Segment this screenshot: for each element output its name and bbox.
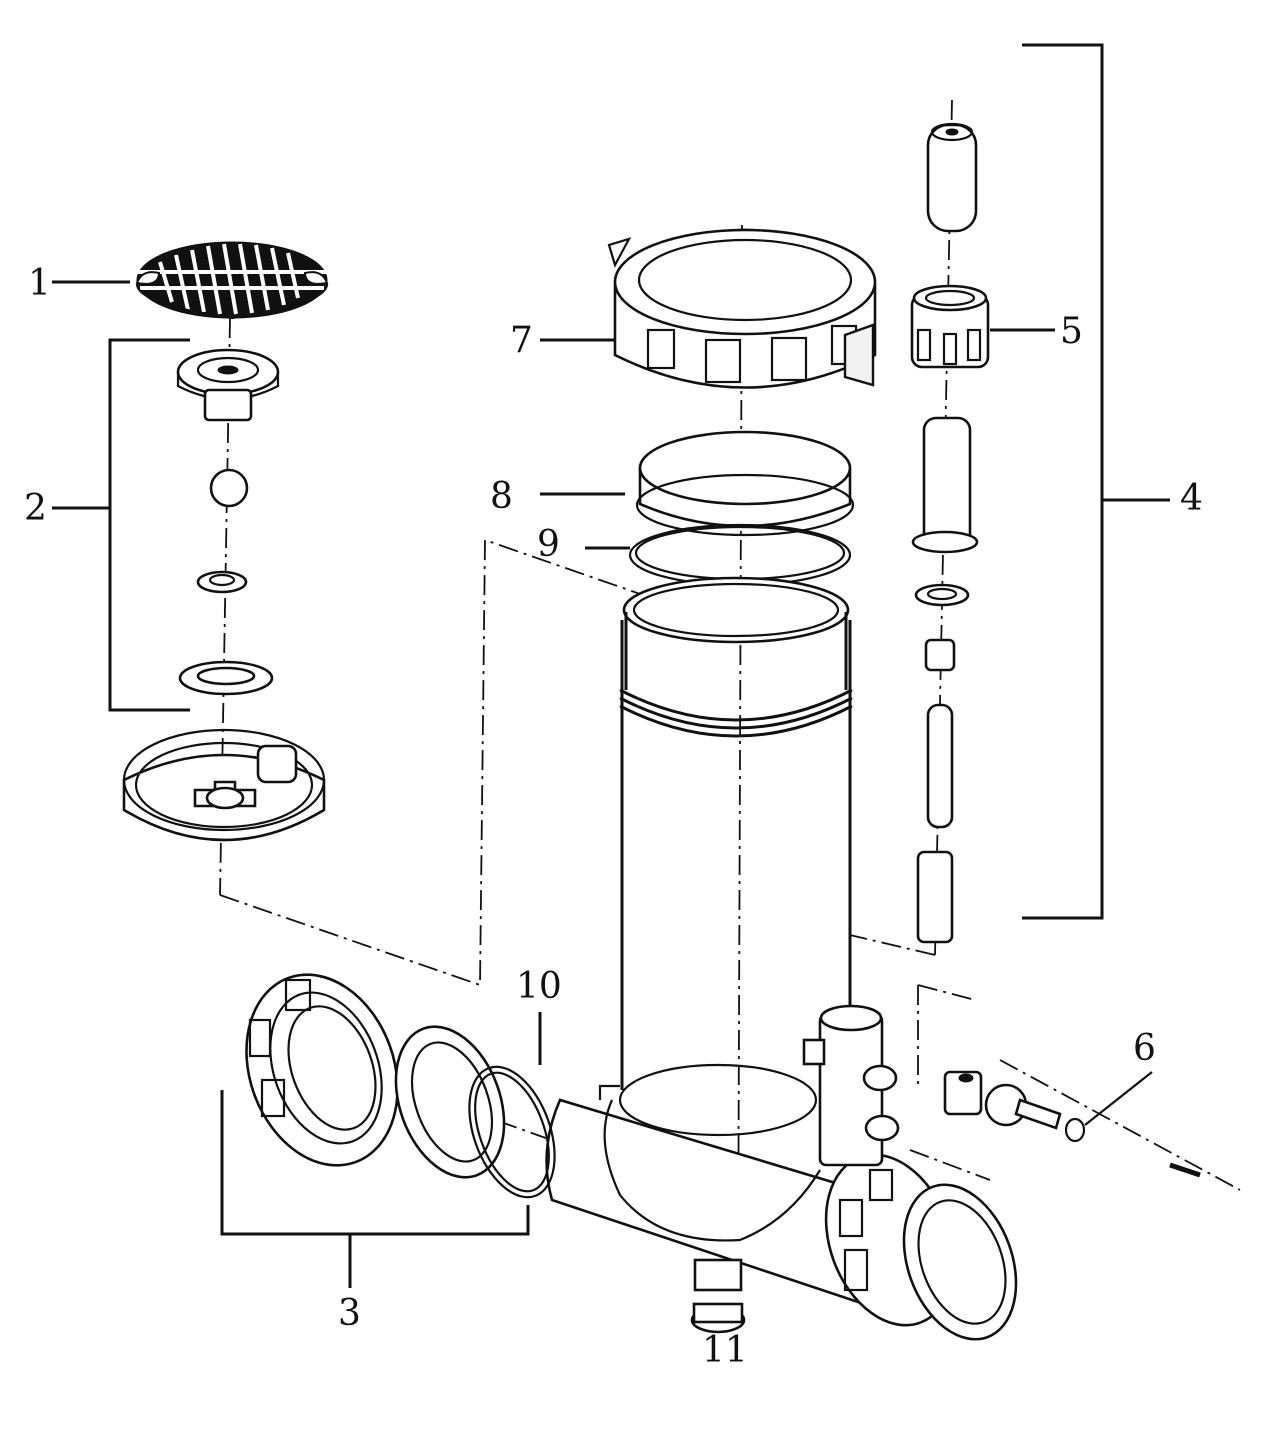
- side-valve-body: [802, 1004, 900, 1167]
- part-1-grate-cover: [135, 241, 329, 320]
- callout-9: 9: [537, 524, 560, 565]
- part-2-check-valve-assembly: [176, 348, 280, 696]
- part-5-union-nut: [910, 284, 990, 369]
- tank-lid: [122, 728, 326, 842]
- callout-8: 8: [490, 476, 513, 517]
- tank-body: [618, 576, 853, 1137]
- tee-body: [545, 1084, 894, 1334]
- part-3-union-fitting: [245, 973, 506, 1179]
- callout-1: 1: [28, 263, 51, 304]
- callout-4: 4: [1180, 478, 1203, 519]
- callout-7: 7: [510, 320, 533, 361]
- callout-11: 11: [702, 1330, 748, 1371]
- callout-6: 6: [1133, 1028, 1156, 1069]
- callout-2: 2: [24, 488, 47, 529]
- callout-3: 3: [338, 1293, 361, 1334]
- right-union-fitting: [824, 1153, 1018, 1341]
- callout-5: 5: [1060, 311, 1083, 352]
- part-6-valve-stem: [943, 1070, 1201, 1178]
- callout-10: 10: [516, 966, 562, 1007]
- part-10-o-ring: [468, 1065, 556, 1199]
- leader-lines: [52, 43, 1170, 1288]
- part-7-cap-ring: [607, 228, 877, 389]
- part-4-feeder-stack: [910, 122, 990, 944]
- part-8-lid-insert: [635, 430, 855, 537]
